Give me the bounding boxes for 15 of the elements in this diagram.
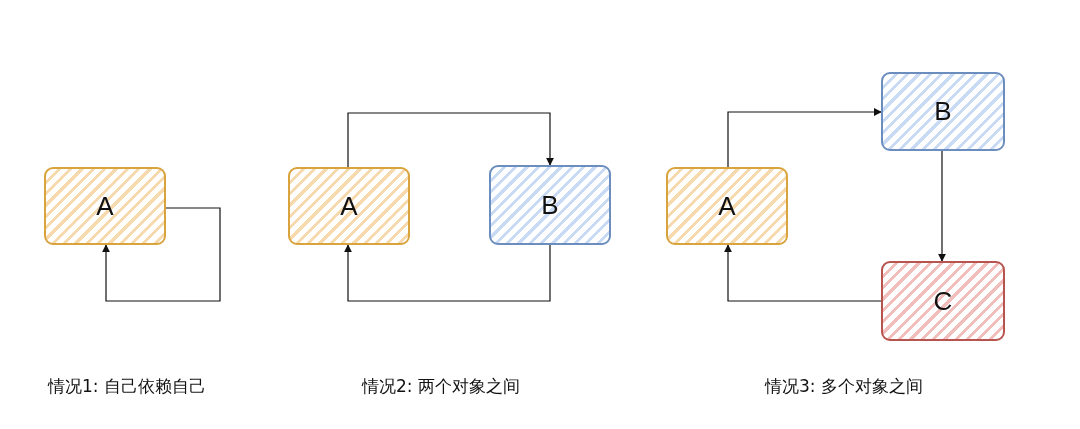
arrow [347, 112, 554, 168]
process-box: A [288, 167, 410, 245]
arrow [938, 150, 946, 262]
caption: 情况1: 自己依赖自己 [48, 375, 206, 398]
process-box: B [881, 72, 1005, 151]
arrow [727, 108, 882, 168]
arrow [724, 244, 882, 302]
process-box: A [666, 167, 788, 245]
arrow [344, 244, 551, 302]
caption: 情况2: 两个对象之间 [362, 375, 520, 398]
caption: 情况3: 多个对象之间 [765, 375, 923, 398]
process-box: B [489, 165, 611, 245]
arrow [102, 207, 221, 302]
process-box: C [881, 261, 1005, 341]
process-box: A [44, 167, 166, 245]
